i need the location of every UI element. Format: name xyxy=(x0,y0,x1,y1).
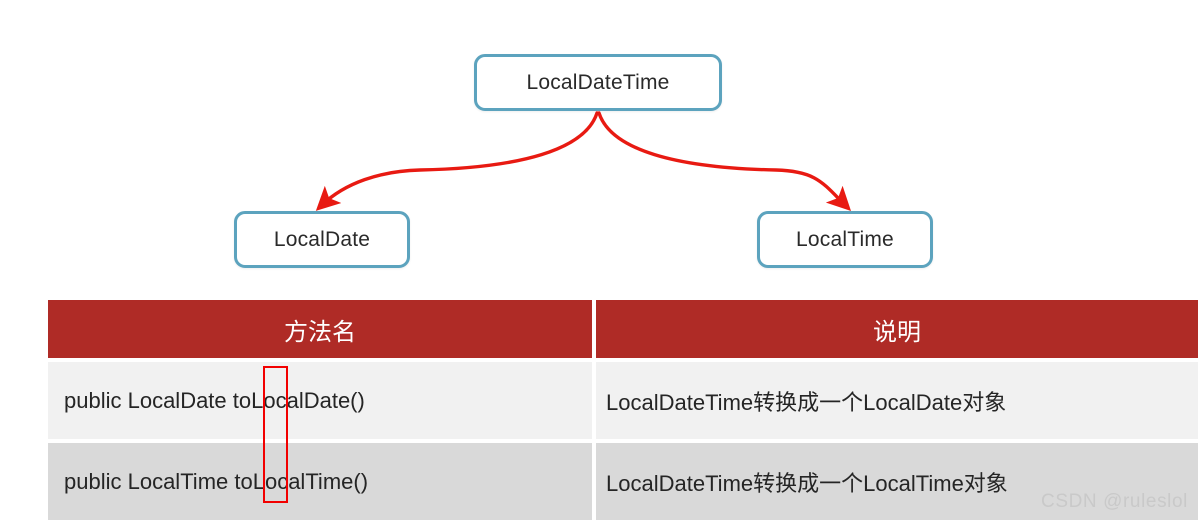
watermark: CSDN @ruleslol xyxy=(1041,491,1188,512)
table-header-method: 方法名 xyxy=(48,300,596,358)
edge-to-localdate xyxy=(315,111,599,211)
node-localtime-label: LocalTime xyxy=(796,227,894,251)
arrow-layer xyxy=(315,111,852,212)
inheritance-diagram: LocalDateTime LocalDate LocalTime xyxy=(234,54,933,268)
edge-to-localtime xyxy=(597,111,852,212)
node-localdate[interactable]: LocalDate xyxy=(234,211,410,268)
annotation-rectangle xyxy=(263,366,288,503)
table-header-description: 说明 xyxy=(596,300,1198,358)
node-localtime[interactable]: LocalTime xyxy=(757,211,933,268)
node-localdatetime-label: LocalDateTime xyxy=(526,70,670,94)
cell-method: public LocalTime toLocalTime() xyxy=(48,439,596,520)
node-localdate-label: LocalDate xyxy=(273,227,371,251)
cell-method: public LocalDate toLocalDate() xyxy=(48,358,596,439)
table-row: public LocalTime toLocalTime() LocalDate… xyxy=(48,439,1198,520)
node-localdatetime[interactable]: LocalDateTime xyxy=(474,54,722,111)
table-header-row: 方法名 说明 xyxy=(48,300,1198,358)
cell-description: LocalDateTime转换成一个LocalTime对象 xyxy=(596,439,1198,520)
cell-description: LocalDateTime转换成一个LocalDate对象 xyxy=(596,358,1198,439)
table-row: public LocalDate toLocalDate() LocalDate… xyxy=(48,358,1198,439)
method-table: 方法名 说明 public LocalDate toLocalDate() Lo… xyxy=(48,300,1198,520)
